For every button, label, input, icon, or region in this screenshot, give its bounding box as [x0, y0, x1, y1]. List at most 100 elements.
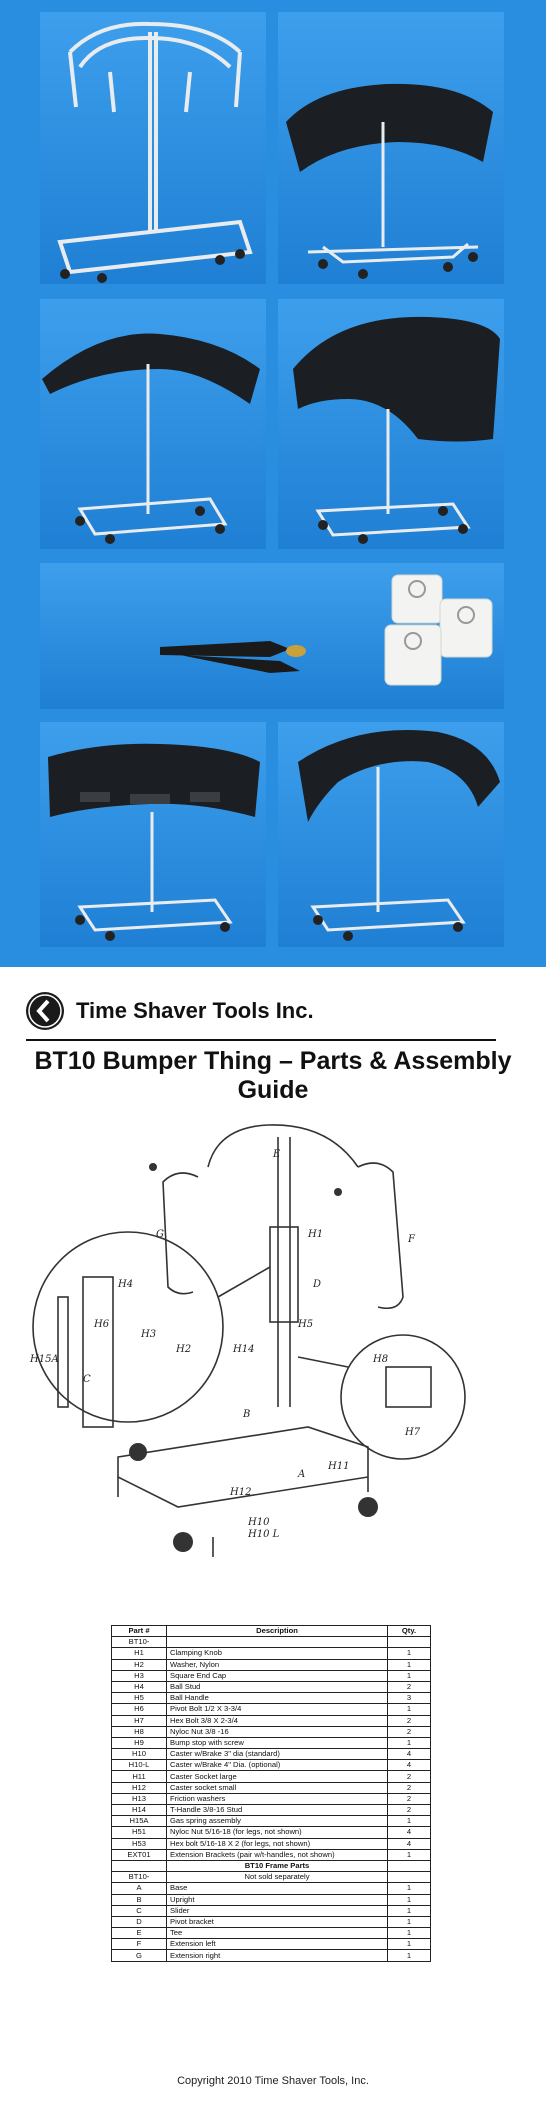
product-photo-collage — [0, 0, 546, 967]
exploded-parts-diagram: E G F D H1 H2 H3 H4 H5 H6 H7 H8 H10 H10 … — [8, 1097, 538, 1557]
part-qty: 2 — [387, 1714, 431, 1727]
photo-stand-bumper-2 — [40, 299, 266, 549]
part-qty: 1 — [387, 1647, 431, 1660]
photo-stand-bumper-4 — [278, 722, 504, 947]
diagram-label-h3: H3 — [140, 1329, 156, 1340]
part-description: Tee — [166, 1927, 388, 1940]
part-number: H12 — [111, 1781, 167, 1794]
part-qty: 2 — [387, 1803, 431, 1817]
part-number: H10 — [111, 1748, 167, 1761]
part-description: Base — [166, 1882, 388, 1895]
part-number: C — [111, 1904, 167, 1917]
diagram-label-h5: H5 — [297, 1319, 313, 1330]
part-description: Caster Socket large — [166, 1770, 388, 1783]
diagram-label-a: A — [297, 1469, 305, 1480]
part-qty: 1 — [387, 1893, 431, 1906]
part-description: Bump stop with screw — [166, 1736, 388, 1750]
part-number: A — [111, 1882, 167, 1895]
diagram-label-e: E — [272, 1149, 281, 1160]
part-qty: 1 — [387, 1882, 431, 1895]
part-qty: 2 — [387, 1781, 431, 1794]
diagram-label-f: F — [407, 1234, 416, 1245]
part-number: G — [111, 1949, 167, 1962]
part-description: Ball Handle — [166, 1692, 388, 1705]
photo-stand-bumper-3 — [40, 722, 266, 947]
part-qty: 1 — [387, 1815, 431, 1828]
part-number: H2 — [111, 1658, 167, 1671]
table-row: BT10-Not sold separately — [111, 1871, 431, 1884]
header-divider — [26, 1039, 496, 1041]
part-description: Caster w/Brake 3" dia (standard) — [166, 1748, 388, 1761]
frame-parts-heading: BT10 Frame Parts — [166, 1859, 388, 1873]
photo-accessories — [40, 563, 504, 709]
company-logo — [26, 992, 64, 1030]
part-description: Friction washers — [166, 1792, 388, 1806]
part-qty: 2 — [387, 1680, 431, 1694]
part-number: H9 — [111, 1736, 167, 1750]
diagram-label-h7: H7 — [404, 1427, 421, 1438]
diagram-label-h14: H14 — [232, 1344, 254, 1355]
part-number: H1 — [111, 1647, 167, 1660]
part-qty: 1 — [387, 1669, 431, 1682]
part-qty: 4 — [387, 1748, 431, 1761]
part-number: H13 — [111, 1792, 167, 1806]
part-qty: 2 — [387, 1725, 431, 1738]
photo-stand-fender — [278, 299, 504, 549]
diagram-label-h6: H6 — [93, 1319, 110, 1330]
frame-parts-heading-row: BT10 Frame Parts — [111, 1859, 431, 1873]
frame-note: Not sold separately — [166, 1871, 388, 1884]
diagram-label-h10: H10 — [247, 1517, 270, 1528]
part-number: H15A — [111, 1815, 167, 1828]
photo-stand-empty — [40, 12, 266, 284]
diagram-label-h2: H2 — [175, 1344, 191, 1355]
part-description: Ball Stud — [166, 1680, 388, 1694]
header-part-number: Part # — [111, 1624, 167, 1638]
part-number: F — [111, 1938, 167, 1951]
parts-table-header: Part # Description Qty. — [111, 1624, 431, 1638]
part-number: H53 — [111, 1837, 167, 1850]
part-description: Nyloc Nut 3/8 -16 — [166, 1725, 388, 1738]
part-description: Hex bolt 5/16-18 X 2 (for legs, not show… — [166, 1837, 388, 1850]
part-qty: 1 — [387, 1703, 431, 1716]
part-qty: 1 — [387, 1927, 431, 1940]
diagram-label-h4: H4 — [117, 1279, 133, 1290]
diagram-label-d: D — [312, 1279, 321, 1290]
part-description: Nyloc Nut 5/16-18 (for legs, not shown) — [166, 1826, 388, 1839]
part-description: Extension Brackets (pair w/t-handles, no… — [166, 1848, 388, 1861]
part-description: Upright — [166, 1893, 388, 1906]
part-qty: 1 — [387, 1904, 431, 1917]
part-number: E — [111, 1927, 167, 1940]
part-qty: 1 — [387, 1915, 431, 1929]
company-name: Time Shaver Tools Inc. — [76, 998, 314, 1023]
page-title: BT10 Bumper Thing – Parts & Assembly Gui… — [34, 1047, 512, 1104]
part-number: EXT01 — [111, 1848, 167, 1861]
part-description: Caster w/Brake 4" Dia. (optional) — [166, 1759, 388, 1772]
part-description: T-Handle 3/8-16 Stud — [166, 1803, 388, 1817]
part-qty: 1 — [387, 1949, 431, 1962]
part-description: Extension left — [166, 1938, 388, 1951]
part-description: Pivot bracket — [166, 1915, 388, 1929]
photo-stand-bumper-1 — [278, 12, 504, 284]
header-description: Description — [166, 1624, 388, 1638]
